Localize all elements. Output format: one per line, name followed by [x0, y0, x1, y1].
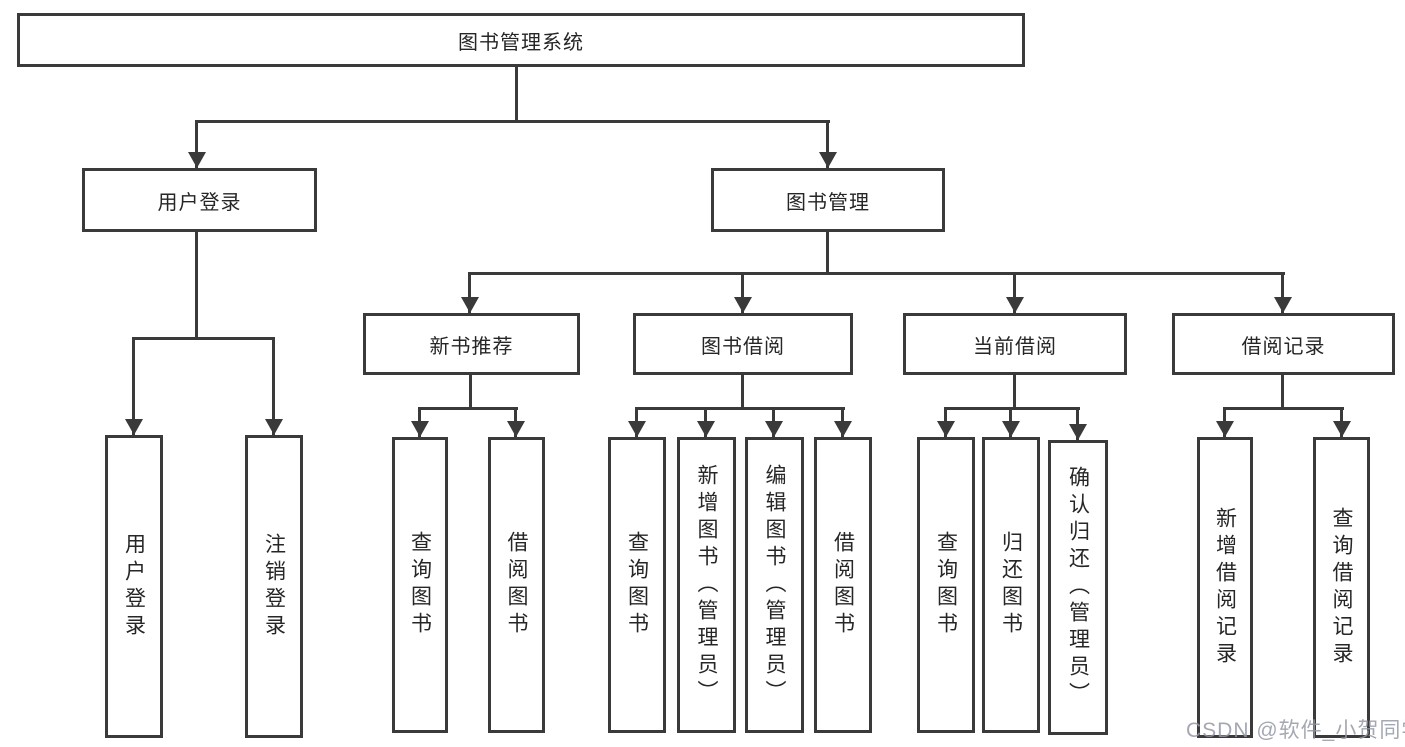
connector-book-mgmt-shaft [826, 120, 829, 168]
arrowhead-br-add [1216, 421, 1234, 437]
connector-root-stub [515, 67, 518, 120]
node-book-mgmt: 图书管理 [711, 168, 945, 232]
leaf-bb-edit-books-admin-label: 编辑图书（管理员） [763, 463, 786, 707]
arrowhead-cb-query [937, 421, 955, 437]
node-current-borrow: 当前借阅 [903, 313, 1127, 375]
leaf-cb-return-books: 归还图书 [982, 437, 1040, 733]
connector-bb-stub [741, 375, 744, 407]
connector-mgmt-rail [468, 272, 1285, 275]
arrowhead-nb-borrow [507, 421, 525, 437]
arrowhead-bb-borrow [834, 421, 852, 437]
node-borrow-record: 借阅记录 [1172, 313, 1395, 375]
connector-leaf-logout-shaft [272, 337, 275, 435]
connector-user-rail [132, 337, 275, 340]
arrowhead-bb-edit [765, 421, 783, 437]
connector-user-stub [195, 232, 198, 337]
connector-cb-confirm-shaft [1076, 407, 1079, 440]
leaf-cb-query-books: 查询图书 [917, 437, 975, 733]
leaf-user-login: 用户登录 [105, 435, 163, 738]
connector-new-book-shaft [468, 272, 471, 313]
arrowhead-borrow-record [1274, 297, 1292, 313]
leaf-br-add-record: 新增借阅记录 [1197, 437, 1253, 738]
leaf-cb-query-books-label: 查询图书 [934, 531, 958, 639]
node-book-mgmt-label: 图书管理 [786, 191, 870, 214]
leaf-br-query-record-label: 查询借阅记录 [1330, 506, 1353, 669]
leaf-br-add-record-label: 新增借阅记录 [1213, 506, 1237, 669]
leaf-bb-query-books: 查询图书 [608, 437, 666, 733]
node-user-login-label: 用户登录 [157, 191, 242, 214]
node-book-borrow: 图书借阅 [633, 313, 853, 375]
connector-nb-stub [469, 375, 472, 407]
node-root: 图书管理系统 [17, 13, 1025, 67]
leaf-logout-label: 注销登录 [262, 532, 286, 641]
leaf-nb-query-books-label: 查询图书 [408, 531, 432, 639]
leaf-bb-edit-books-admin: 编辑图书（管理员） [745, 437, 804, 733]
leaf-user-login-label: 用户登录 [122, 532, 146, 641]
connector-root-rail [196, 120, 830, 123]
leaf-bb-borrow-books-label: 借阅图书 [831, 531, 855, 639]
leaf-nb-query-books: 查询图书 [392, 437, 448, 733]
leaf-nb-borrow-books: 借阅图书 [488, 437, 545, 733]
node-new-book-recommend: 新书推荐 [363, 313, 580, 375]
connector-user-login-shaft [195, 120, 198, 168]
connector-br-stub [1281, 375, 1284, 407]
node-current-borrow-label: 当前借阅 [973, 335, 1057, 358]
node-new-book-label: 新书推荐 [429, 335, 514, 358]
arrowhead-leaf-logout [265, 419, 283, 435]
arrowhead-book-borrow [734, 297, 752, 313]
leaf-br-query-record: 查询借阅记录 [1313, 437, 1370, 738]
arrowhead-new-book [461, 297, 479, 313]
watermark: CSDN @软件_小贺同学 [1186, 719, 1405, 742]
connector-book-borrow-shaft [741, 272, 744, 313]
connector-bb-rail [635, 407, 845, 410]
arrowhead-bb-add [697, 421, 715, 437]
arrowhead-book-mgmt [819, 152, 837, 168]
arrowhead-br-query [1333, 421, 1351, 437]
leaf-cb-confirm-return-admin-label: 确认归还（管理员） [1066, 466, 1090, 709]
leaf-bb-add-books-admin: 新增图书（管理员） [677, 437, 736, 733]
leaf-bb-query-books-label: 查询图书 [625, 531, 649, 639]
node-user-login: 用户登录 [82, 168, 317, 232]
arrowhead-leaf-login [125, 419, 143, 435]
leaf-logout: 注销登录 [245, 435, 303, 738]
leaf-nb-borrow-books-label: 借阅图书 [505, 531, 528, 639]
node-borrow-record-label: 借阅记录 [1241, 335, 1326, 358]
connector-cb-stub [1013, 375, 1016, 407]
arrowhead-cb-return [1002, 421, 1020, 437]
leaf-cb-return-books-label: 归还图书 [999, 531, 1023, 639]
connector-borrow-record-shaft [1281, 272, 1284, 313]
connector-nb-rail [418, 407, 518, 410]
connector-cb-rail [944, 407, 1080, 410]
connector-leaf-login-shaft [132, 337, 135, 435]
connector-mgmt-stub [826, 232, 829, 272]
arrowhead-bb-query [628, 421, 646, 437]
leaf-bb-borrow-books: 借阅图书 [814, 437, 872, 733]
leaf-bb-add-books-admin-label: 新增图书（管理员） [695, 463, 718, 707]
connector-current-borrow-shaft [1013, 272, 1016, 313]
node-root-label: 图书管理系统 [458, 31, 584, 54]
leaf-cb-confirm-return-admin: 确认归还（管理员） [1048, 440, 1108, 735]
arrowhead-user-login [188, 152, 206, 168]
arrowhead-current-borrow [1006, 297, 1024, 313]
node-book-borrow-label: 图书借阅 [701, 335, 785, 358]
arrowhead-nb-query [411, 421, 429, 437]
connector-br-rail [1223, 407, 1344, 410]
arrowhead-cb-confirm [1069, 424, 1087, 440]
